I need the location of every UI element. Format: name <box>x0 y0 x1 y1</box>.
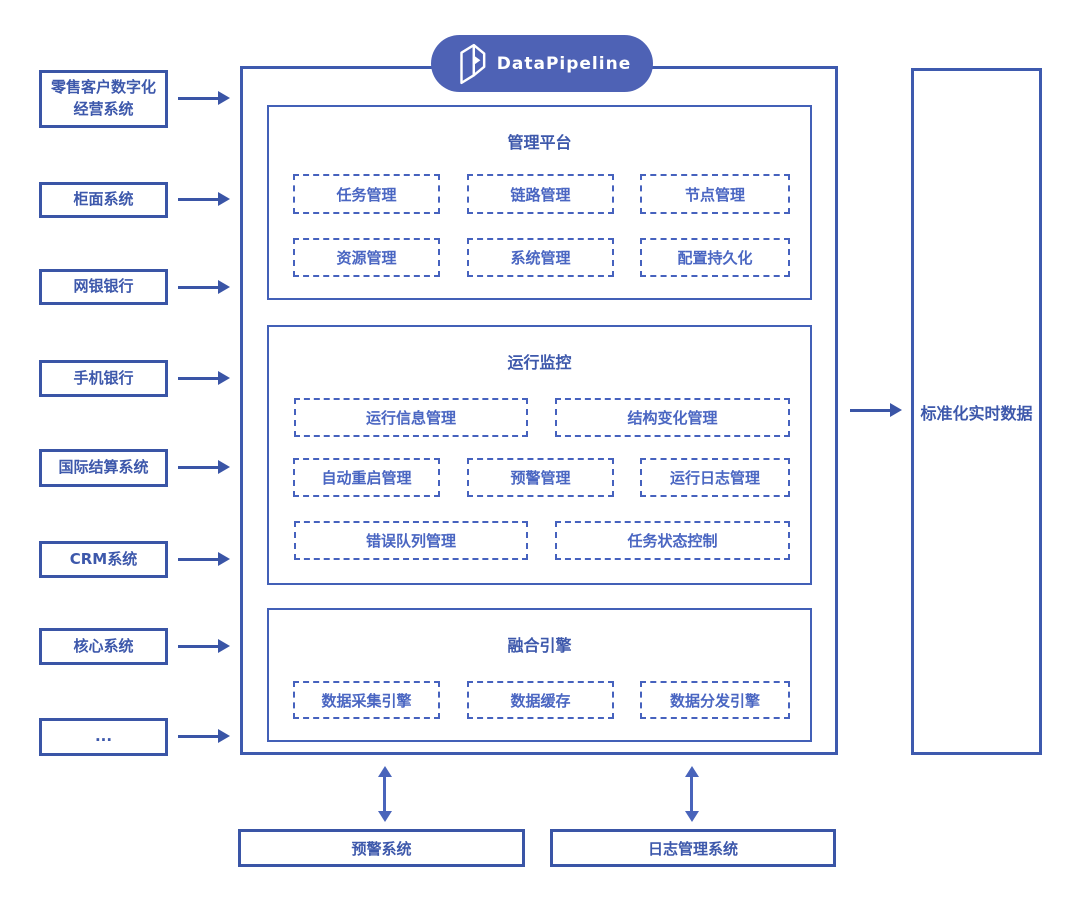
arrow-source-7-icon <box>178 729 230 743</box>
source-box-online-banking: 网银银行 <box>39 269 168 305</box>
datapipeline-logo-icon <box>460 43 486 84</box>
arrow-source-4-icon <box>178 460 230 474</box>
module-runtime-info-mgmt: 运行信息管理 <box>294 398 528 437</box>
source-label: 核心系统 <box>73 636 134 655</box>
badge-label: DataPipeline <box>496 53 632 74</box>
module-label: 数据采集引擎 <box>321 691 412 710</box>
module-alert-mgmt: 预警管理 <box>467 458 614 497</box>
source-box-mobile-banking: 手机银行 <box>39 360 168 397</box>
source-label: 零售客户数字化经营系统 <box>50 78 156 118</box>
module-data-collection-engine: 数据采集引擎 <box>293 681 440 719</box>
output-box-standardized-data: 标准化实时数据 <box>911 68 1042 755</box>
module-label: 运行信息管理 <box>365 409 456 427</box>
source-box-counter-system: 柜面系统 <box>39 182 168 218</box>
bottom-box-alert-system: 预警系统 <box>238 829 525 867</box>
module-config-persistence: 配置持久化 <box>640 238 790 277</box>
module-label: 任务状态控制 <box>627 532 718 550</box>
module-label: 节点管理 <box>684 185 745 204</box>
source-box-ellipsis: ... <box>39 718 168 756</box>
source-box-core-system: 核心系统 <box>39 628 168 665</box>
module-label: 运行日志管理 <box>669 469 760 487</box>
module-label: 数据缓存 <box>510 691 571 710</box>
source-label: 网银银行 <box>73 277 134 296</box>
arrow-source-3-icon <box>178 371 230 385</box>
module-label: 结构变化管理 <box>627 409 718 427</box>
source-label: 手机银行 <box>73 368 134 387</box>
bottom-label: 预警系统 <box>351 839 412 858</box>
module-auto-restart-mgmt: 自动重启管理 <box>293 458 440 497</box>
arrow-source-2-icon <box>178 280 230 294</box>
arrow-source-5-icon <box>178 552 230 566</box>
module-label: 资源管理 <box>336 249 397 267</box>
module-runtime-log-mgmt: 运行日志管理 <box>640 458 790 497</box>
bottom-box-log-mgmt-system: 日志管理系统 <box>550 829 836 867</box>
arrow-to-output-icon <box>850 403 902 417</box>
module-label: 系统管理 <box>510 249 571 267</box>
module-node-mgmt: 节点管理 <box>640 174 790 214</box>
module-label: 数据分发引擎 <box>669 691 760 710</box>
arrow-source-6-icon <box>178 639 230 653</box>
section-title: 运行监控 <box>507 353 572 372</box>
source-label: ... <box>94 727 113 746</box>
module-resource-mgmt: 资源管理 <box>293 238 440 277</box>
section-title: 管理平台 <box>507 133 572 152</box>
module-system-mgmt: 系统管理 <box>467 238 614 277</box>
module-task-status-control: 任务状态控制 <box>555 521 790 560</box>
module-label: 自动重启管理 <box>321 469 412 487</box>
module-structure-change-mgmt: 结构变化管理 <box>555 398 790 437</box>
source-label: 柜面系统 <box>73 190 134 209</box>
section-runtime-monitoring: 运行监控 运行信息管理 结构变化管理 自动重启管理 预警管理 运行日志管理 错误… <box>267 325 812 585</box>
section-title: 融合引擎 <box>507 636 572 655</box>
source-label: 国际结算系统 <box>58 458 149 477</box>
arrow-alert-system-icon <box>377 766 392 822</box>
module-label: 错误队列管理 <box>365 532 456 550</box>
module-task-mgmt: 任务管理 <box>293 174 440 214</box>
module-data-distribution-engine: 数据分发引擎 <box>640 681 790 719</box>
source-box-crm: CRM系统 <box>39 541 168 578</box>
module-label: 链路管理 <box>510 185 571 204</box>
arrow-log-system-icon <box>684 766 699 822</box>
source-box-intl-settlement: 国际结算系统 <box>39 449 168 487</box>
module-data-cache: 数据缓存 <box>467 681 614 719</box>
source-box-retail-digital: 零售客户数字化经营系统 <box>39 70 168 128</box>
arrow-source-1-icon <box>178 192 230 206</box>
output-label: 标准化实时数据 <box>920 403 1033 423</box>
arrow-source-0-icon <box>178 91 230 105</box>
source-label: CRM系统 <box>69 549 138 568</box>
section-fusion-engine: 融合引擎 数据采集引擎 数据缓存 数据分发引擎 <box>267 608 812 742</box>
section-management-platform: 管理平台 任务管理 链路管理 节点管理 资源管理 系统管理 配置持久化 <box>267 105 812 300</box>
module-label: 预警管理 <box>510 469 571 487</box>
datapipeline-badge: DataPipeline <box>431 35 653 92</box>
module-label: 任务管理 <box>336 185 397 204</box>
bottom-label: 日志管理系统 <box>647 839 738 858</box>
module-error-queue-mgmt: 错误队列管理 <box>294 521 528 560</box>
module-label: 配置持久化 <box>677 249 753 267</box>
module-link-mgmt: 链路管理 <box>467 174 614 214</box>
